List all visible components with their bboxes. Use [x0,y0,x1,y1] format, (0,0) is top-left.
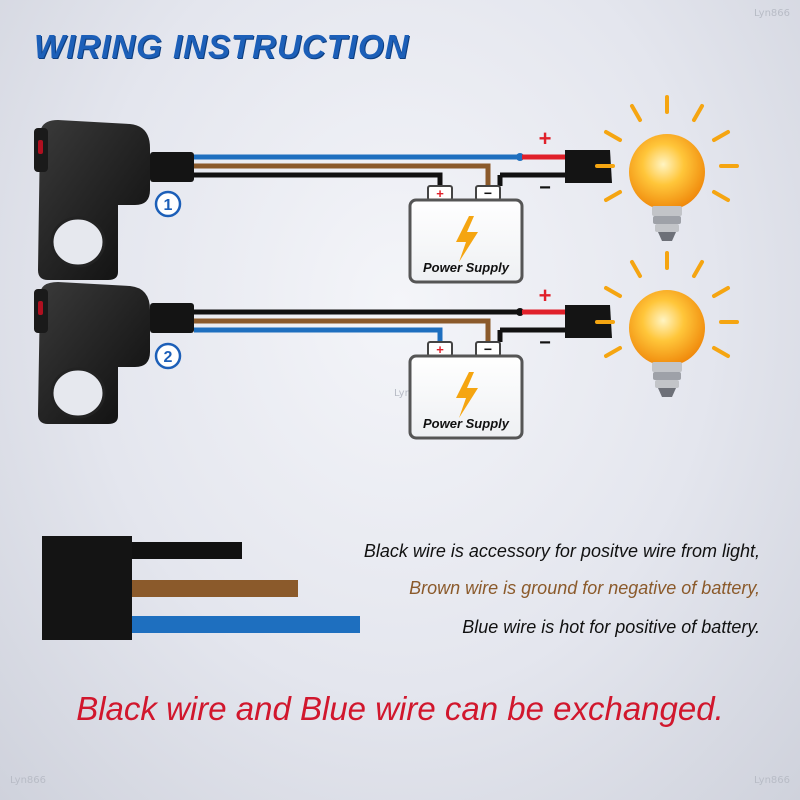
svg-text:−: − [484,341,492,357]
light-bulb-icon [595,95,739,241]
step-number: 1 [164,197,173,214]
black-wire [194,172,443,186]
power-supply: + − Power Supply [408,185,524,284]
legend-blue-wire [132,616,360,633]
handlebar-switch [34,282,150,424]
blue-wire [194,327,443,342]
legend-blue-wire-text: Blue wire is hot for positive of battery… [462,617,760,637]
svg-text:−: − [484,185,492,201]
handlebar-switch [34,120,150,280]
wiring-diagram-2: + − 2 + − Power Supply [34,251,739,440]
lightning-icon [456,372,478,418]
exchange-note: Black wire and Blue wire can be exchange… [76,690,724,727]
switch-led-icon [38,140,43,154]
step-number-badge [154,342,182,370]
power-supply-label: Power Supply [423,416,510,431]
positive-sign: + [539,126,552,151]
step-number-badge [154,190,182,218]
watermark: Lyn866 [754,8,790,19]
step-number: 2 [164,349,173,366]
legend-black-wire-text: Black wire is accessory for positve wire… [363,541,760,561]
legend-black-wire [132,542,242,559]
legend-brown-wire-text: Brown wire is ground for negative of bat… [409,578,760,598]
negative-sign: − [539,177,551,199]
cable-sheath [150,303,194,333]
power-supply-label: Power Supply [423,260,510,275]
lightning-icon [456,216,478,262]
page-title: WIRING INSTRUCTION [34,28,410,65]
light-bulb-icon [595,251,739,397]
watermark: Lyn866 [10,775,46,786]
svg-text:+: + [436,186,444,201]
positive-sign: + [539,283,552,308]
brown-wire [194,318,491,342]
negative-sign: − [539,332,551,354]
switch-led-icon [38,301,43,315]
legend-brown-wire [132,580,298,597]
wiring-diagram-1: + − 1 + − Power Supply [34,95,739,284]
bulb-cable-sheath [565,305,612,338]
brown-wire [194,163,491,186]
svg-text:+: + [436,342,444,357]
cable-sheath [150,152,194,182]
power-supply: + − Power Supply [408,341,524,440]
watermark: Lyn866 [754,775,790,786]
legend-cable-sheath [42,536,132,640]
wire-legend [42,536,360,640]
bulb-cable-sheath [565,150,612,183]
